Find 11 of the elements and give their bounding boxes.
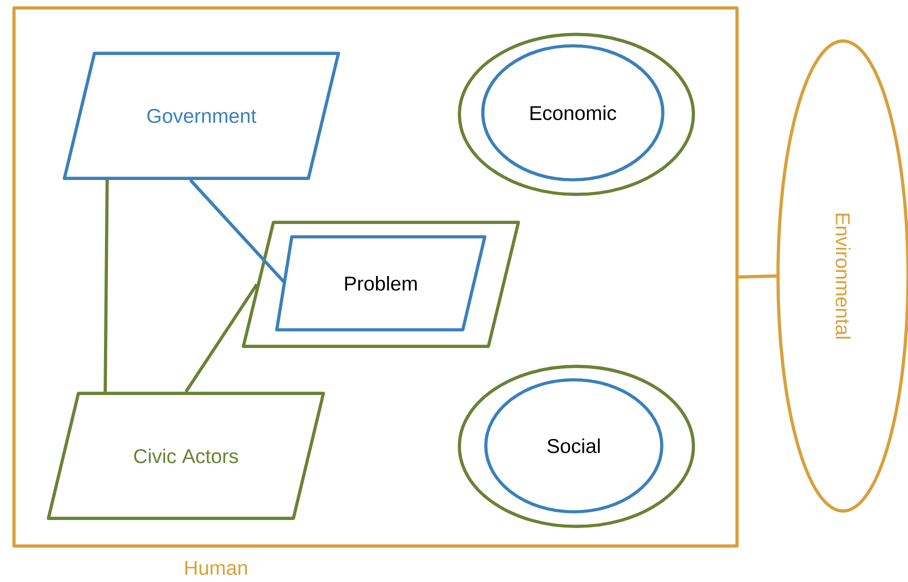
node-label: Human bbox=[185, 561, 247, 575]
ellipse-shape bbox=[458, 364, 695, 528]
connector-line bbox=[104, 180, 109, 392]
connector-line bbox=[738, 274, 776, 279]
parallelogram-box: Government bbox=[62, 52, 340, 180]
connector-line bbox=[189, 178, 286, 284]
connector-line bbox=[184, 284, 258, 393]
parallelogram-box: Civic Actors bbox=[46, 392, 325, 520]
ellipse-shape bbox=[458, 32, 695, 196]
parallelogram-box bbox=[242, 220, 520, 348]
parallelogram-box: Problem bbox=[275, 235, 486, 332]
